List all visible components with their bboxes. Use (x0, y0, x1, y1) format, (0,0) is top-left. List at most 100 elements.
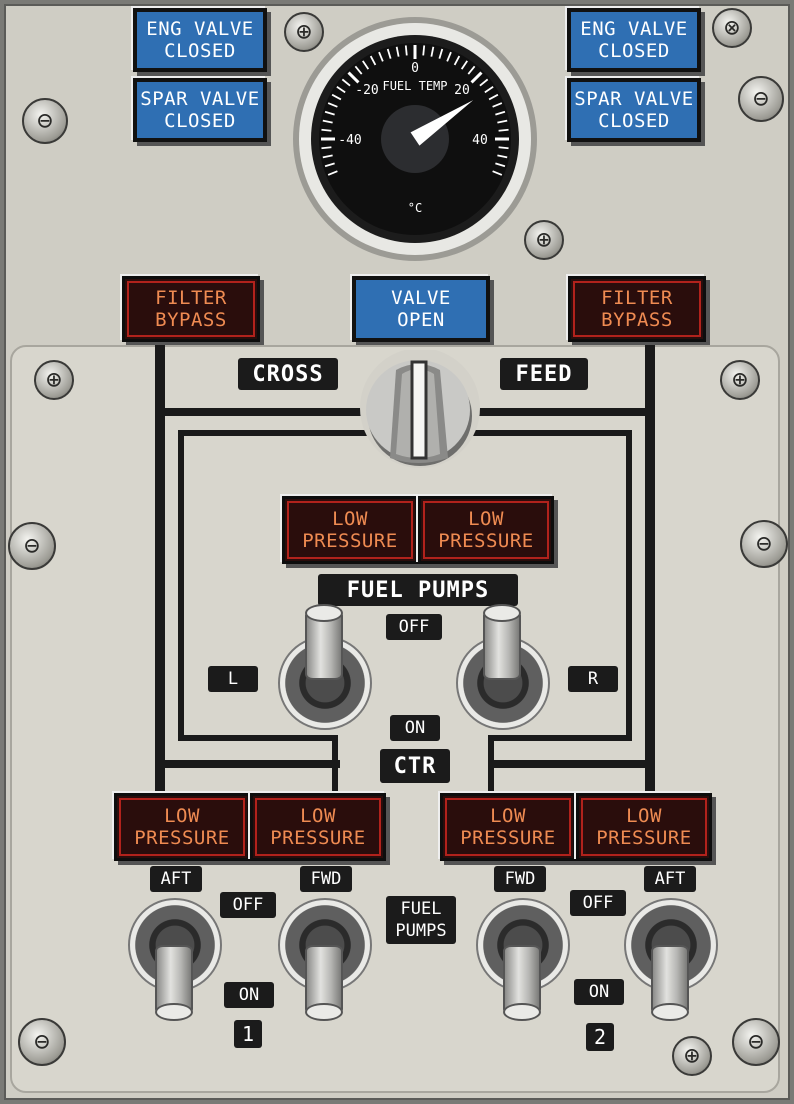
tank1-off-label: OFF (220, 892, 276, 918)
spar-valve-right-line2: CLOSED (598, 110, 670, 132)
gauge-tick-mark (327, 102, 338, 108)
gauge-tick-mark (386, 48, 392, 59)
spar-valve-right-line1: SPAR VALVE (574, 88, 694, 110)
tank1-on-label: ON (224, 982, 274, 1008)
ctr-on-label: ON (390, 715, 440, 741)
tank2-on-label: ON (574, 979, 624, 1005)
ctr-low-pressure-left[interactable]: LOW PRESSURE (282, 496, 418, 564)
gauge-tick-mark (354, 65, 363, 75)
ctr-low-left-line2: PRESSURE (302, 530, 398, 552)
gauge-tick-mark (347, 71, 360, 84)
ctr-low-left-line1: LOW (332, 508, 368, 530)
tank2-fwd-toggle[interactable] (503, 945, 541, 1021)
fuel-line (178, 430, 184, 740)
spar-valve-closed-right[interactable]: SPAR VALVE CLOSED (567, 78, 701, 142)
tank2-off-label: OFF (570, 890, 626, 916)
gauge-tick-mark (467, 65, 476, 75)
gauge-tick-neg20: -20 (355, 83, 378, 98)
gauge-tick-mark (324, 110, 335, 116)
gauge-tick-mark (321, 128, 332, 132)
t2-aft-low-line2: PRESSURE (596, 827, 692, 849)
t1-aft-low-line1: LOW (164, 805, 200, 827)
gauge-tick-mark (497, 154, 508, 159)
ctr-l-label: L (208, 666, 258, 692)
gauge-tick-mark (362, 60, 370, 70)
tank1-fwd-toggle[interactable] (305, 945, 343, 1021)
tank2-fwd-label: FWD (494, 866, 546, 892)
gauge-tick-mark (369, 55, 377, 66)
tank1-aft-toggle[interactable] (155, 945, 193, 1021)
eng-valve-right-line2: CLOSED (598, 40, 670, 62)
gauge-tick-mark (336, 86, 346, 94)
filter-bypass-left[interactable]: FILTER BYPASS (122, 276, 260, 342)
gauge-tick-mark (492, 170, 503, 176)
tank1-fwd-label: FWD (300, 866, 352, 892)
spar-valve-closed-left[interactable]: SPAR VALVE CLOSED (133, 78, 267, 142)
ctr-pump-right-toggle[interactable] (483, 604, 521, 680)
spar-valve-left-line1: SPAR VALVE (140, 88, 260, 110)
gauge-tick-mark (498, 146, 509, 150)
eng-valve-right-line1: ENG VALVE (580, 18, 688, 40)
filter-bypass-right-line1: FILTER (601, 287, 673, 309)
fuel-pumps-label-line2: PUMPS (395, 921, 447, 941)
t2-aft-low-line1: LOW (626, 805, 662, 827)
tank2-aft-label: AFT (644, 866, 696, 892)
gauge-tick-mark (470, 71, 483, 84)
screw-icon: ⊕ (672, 1036, 712, 1076)
screw-icon: ⊕ (284, 12, 324, 52)
fuel-line (332, 735, 338, 795)
gauge-tick-mark (322, 154, 333, 159)
gauge-tick-0: 0 (411, 61, 419, 76)
screw-icon: ⊖ (738, 76, 784, 122)
fuel-temp-gauge: -40 -20 0 20 40 FUEL TEMP °C (293, 17, 537, 261)
gauge-tick-mark (378, 51, 384, 62)
valve-open-line1: VALVE (391, 287, 451, 309)
gauge-tick-mark (327, 170, 338, 176)
eng-valve-left-line1: ENG VALVE (146, 18, 254, 40)
ctr-pump-left-toggle[interactable] (305, 604, 343, 680)
eng-valve-left-line2: CLOSED (164, 40, 236, 62)
gauge-tick-mark (479, 78, 489, 87)
fuel-pumps-label-line1: FUEL (400, 899, 442, 919)
tank2-aft-toggle[interactable] (651, 945, 689, 1021)
gauge-tick-mark (492, 102, 503, 108)
screw-icon: ⊖ (732, 1018, 780, 1066)
screw-icon: ⊖ (22, 98, 68, 144)
gauge-tick-mark (488, 93, 499, 101)
gauge-unit: °C (408, 201, 422, 215)
valve-open-light[interactable]: VALVE OPEN (352, 276, 490, 342)
tank1-aft-low-pressure[interactable]: LOW PRESSURE (114, 793, 250, 861)
gauge-tick-mark (341, 78, 351, 87)
gauge-tick-20: 20 (454, 83, 470, 98)
ctr-low-pressure-right[interactable]: LOW PRESSURE (418, 496, 554, 564)
tank2-aft-low-pressure[interactable]: LOW PRESSURE (576, 793, 712, 861)
gauge-needle (410, 100, 474, 146)
tank2-fwd-low-pressure[interactable]: LOW PRESSURE (440, 793, 576, 861)
t1-fwd-low-line1: LOW (300, 805, 336, 827)
crossfeed-selector-knob[interactable] (358, 350, 484, 472)
gauge-tick-neg40: -40 (338, 133, 361, 148)
filter-bypass-right[interactable]: FILTER BYPASS (568, 276, 706, 342)
gauge-tick-mark (321, 146, 332, 150)
tank1-fwd-low-pressure[interactable]: LOW PRESSURE (250, 793, 386, 861)
t2-fwd-low-line1: LOW (490, 805, 526, 827)
eng-valve-closed-left[interactable]: ENG VALVE CLOSED (133, 8, 267, 72)
spar-valve-left-line2: CLOSED (164, 110, 236, 132)
gauge-tick-mark (497, 119, 508, 124)
t2-fwd-low-line2: PRESSURE (460, 827, 556, 849)
screw-icon: ⊕ (720, 360, 760, 400)
fuel-pumps-label: FUEL PUMPS (386, 896, 456, 944)
fuel-line (488, 735, 494, 795)
valve-open-line2: OPEN (397, 309, 445, 331)
gauge-tick-mark (404, 45, 408, 56)
ctr-off-label: OFF (386, 614, 442, 640)
eng-valve-closed-right[interactable]: ENG VALVE CLOSED (567, 8, 701, 72)
t1-fwd-low-line2: PRESSURE (270, 827, 366, 849)
ctr-label: CTR (380, 749, 450, 783)
fuel-line (165, 760, 340, 768)
filter-bypass-left-line2: BYPASS (155, 309, 227, 331)
fuel-pumps-title: FUEL PUMPS (318, 574, 518, 606)
gauge-tick-mark (395, 46, 400, 57)
ctr-low-right-line1: LOW (468, 508, 504, 530)
gauge-tick-mark (324, 162, 335, 168)
